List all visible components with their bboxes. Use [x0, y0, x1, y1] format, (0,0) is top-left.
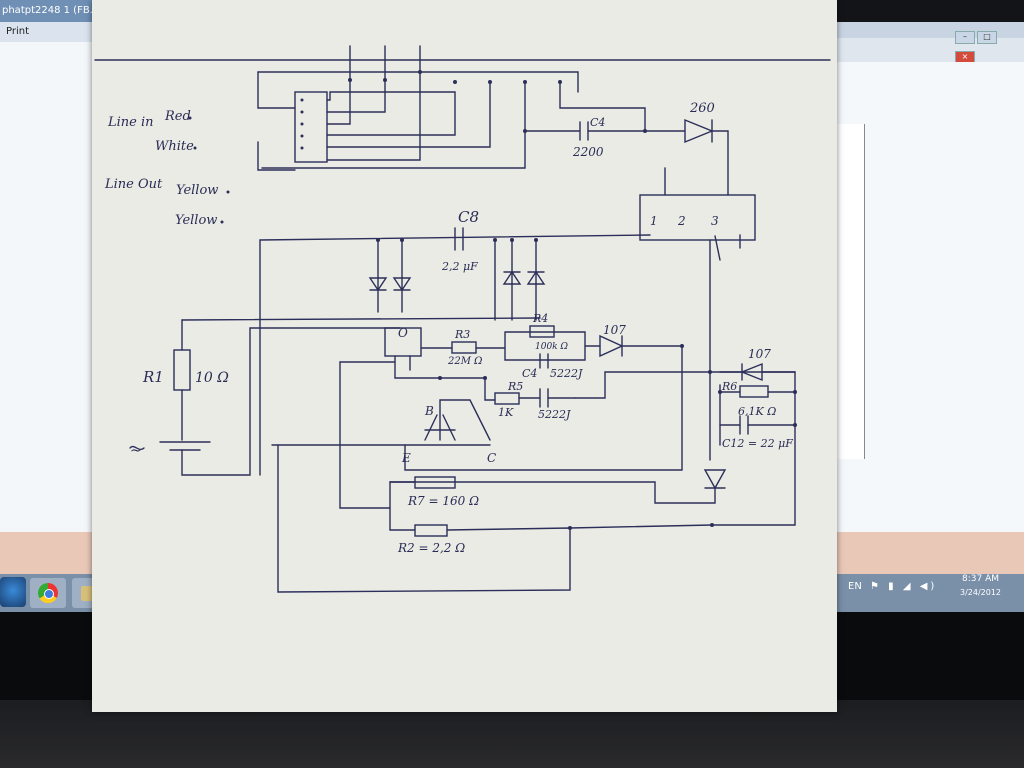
statusbar-right: [833, 532, 1024, 574]
document-page: [836, 124, 865, 459]
label-yellow-1: Yellow: [176, 183, 218, 198]
window-title: phatpt2248 1 (FB.i: [0, 0, 112, 22]
clock-time[interactable]: 8:37 AM: [962, 574, 999, 584]
label-line-out: Line Out: [104, 177, 163, 192]
system-tray: [833, 574, 1024, 612]
label-pin-1: 1: [650, 214, 658, 228]
label-red: Red: [164, 109, 191, 124]
label-white: White: [155, 139, 194, 154]
window-toolbar: Print: [0, 22, 112, 42]
label-c12: C12 = 22 μF: [722, 437, 793, 450]
label-r4: R4: [532, 312, 548, 325]
label-c4-top-value: 2200: [572, 145, 604, 159]
label-diode-107-right: 107: [748, 347, 771, 361]
label-c4-mid: C4: [522, 367, 537, 380]
label-r5-value: 1K: [498, 406, 514, 419]
label-pin-3: 3: [711, 214, 719, 228]
label-r7: R7 = 160 Ω: [407, 494, 479, 508]
label-diode-107-mid: 107: [603, 323, 626, 337]
label-c4-mid-value: 5222J: [550, 367, 583, 380]
label-diode-260: 260: [689, 101, 715, 116]
label-line-in: Line in: [107, 115, 154, 130]
clock-date[interactable]: 3/24/2012: [960, 588, 1002, 597]
tray-icons[interactable]: ⚑ ▮ ◢ ◀): [870, 581, 938, 592]
label-c8-value: 2,2 μF: [441, 260, 478, 273]
start-button-icon[interactable]: [0, 577, 26, 607]
label-c5-value: 5222J: [538, 408, 571, 421]
label-pin-2: 2: [677, 214, 686, 228]
label-base: B: [424, 404, 434, 418]
label-c8: C8: [458, 208, 479, 226]
label-yellow-2: Yellow: [175, 213, 217, 228]
label-r6: R6: [721, 380, 737, 393]
language-indicator[interactable]: EN: [848, 581, 862, 592]
label-c4-top: C4: [590, 116, 605, 129]
label-r1: R1: [142, 368, 164, 386]
chrome-taskbar-icon[interactable]: [30, 578, 66, 608]
label-r5: R5: [507, 380, 523, 393]
label-emitter: E: [401, 451, 411, 465]
label-r3-value: 22M Ω: [447, 356, 482, 367]
label-r4-value: 100k Ω: [535, 342, 568, 352]
paper-sheet: [92, 0, 837, 712]
label-r2: R2 = 2,2 Ω: [397, 541, 465, 555]
label-r6-value: 6,1K Ω: [738, 405, 776, 418]
label-r1-value: 10 Ω: [195, 370, 229, 386]
maximize-icon[interactable]: □: [977, 31, 997, 44]
label-r3: R3: [454, 328, 470, 341]
print-menu-item[interactable]: Print: [6, 26, 30, 37]
label-ic: O: [398, 326, 408, 340]
label-ac-source: ~: [130, 443, 142, 459]
label-collector: C: [487, 451, 496, 465]
window-titlebar-right: [833, 22, 1024, 38]
